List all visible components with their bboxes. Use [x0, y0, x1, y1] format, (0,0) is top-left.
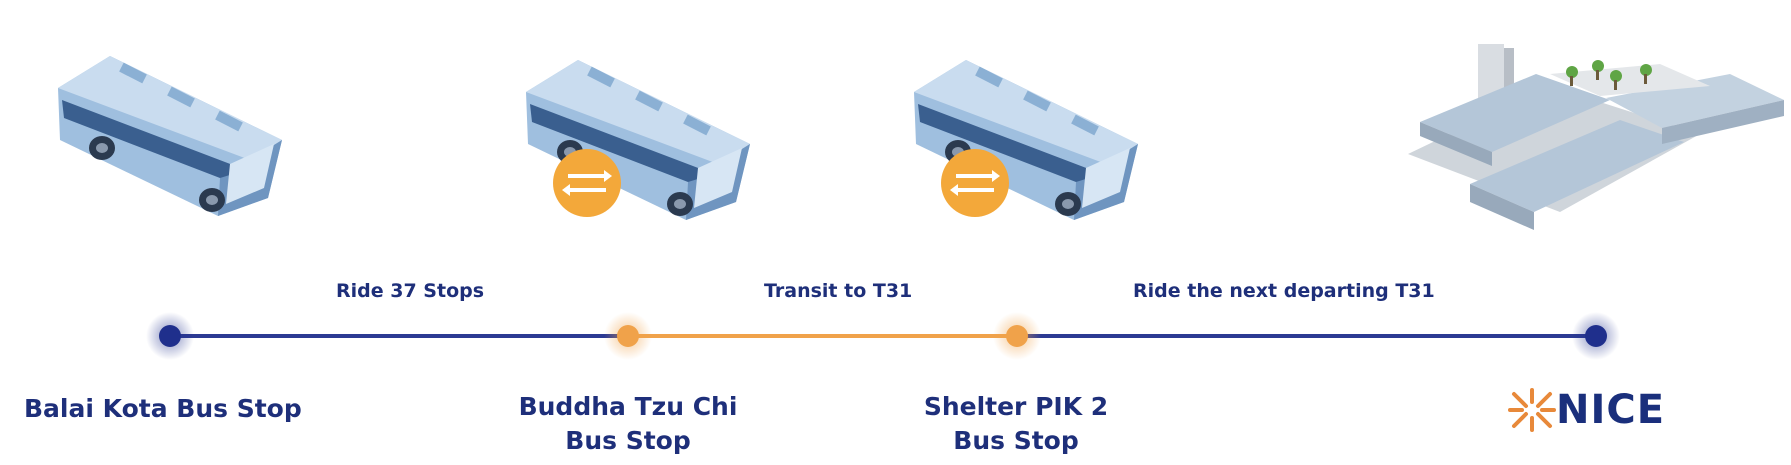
segment-label-transit: Transit to T31: [764, 280, 913, 302]
transfer-arrows-icon: [941, 149, 1009, 217]
stop-marker-nice: [1572, 312, 1620, 360]
stop-marker-buddha-tzu-chi: [604, 312, 652, 360]
transfer-arrows-icon: [553, 149, 621, 217]
stop-label-balai-kota: Balai Kota Bus Stop: [24, 392, 302, 426]
stop-marker-shelter-pik-2: [993, 312, 1041, 360]
stop-name-line-1: Buddha Tzu Chi: [518, 392, 738, 421]
stop-name-line-2: Bus Stop: [953, 426, 1079, 455]
stop-name-line-2: Bus Stop: [565, 426, 691, 455]
nice-logo-mark-icon: [1508, 388, 1556, 432]
segment-label-ride-37-stops: Ride 37 Stops: [336, 280, 485, 302]
convention-center-icon: [1408, 44, 1784, 230]
nice-logo: NICE: [1508, 386, 1665, 434]
bus-icon: [526, 60, 750, 220]
stop-label-shelter-pik-2: Shelter PIK 2 Bus Stop: [886, 390, 1146, 458]
segment-label-next-departing: Ride the next departing T31: [1133, 280, 1435, 302]
stop-name: Balai Kota Bus Stop: [24, 394, 302, 423]
stop-marker-balai-kota: [146, 312, 194, 360]
stop-label-buddha-tzu-chi: Buddha Tzu Chi Bus Stop: [498, 390, 758, 458]
nice-logo-text: NICE: [1556, 387, 1666, 433]
bus-icon: [914, 60, 1138, 220]
stop-name-line-1: Shelter PIK 2: [923, 392, 1109, 421]
bus-icon: [58, 56, 282, 216]
